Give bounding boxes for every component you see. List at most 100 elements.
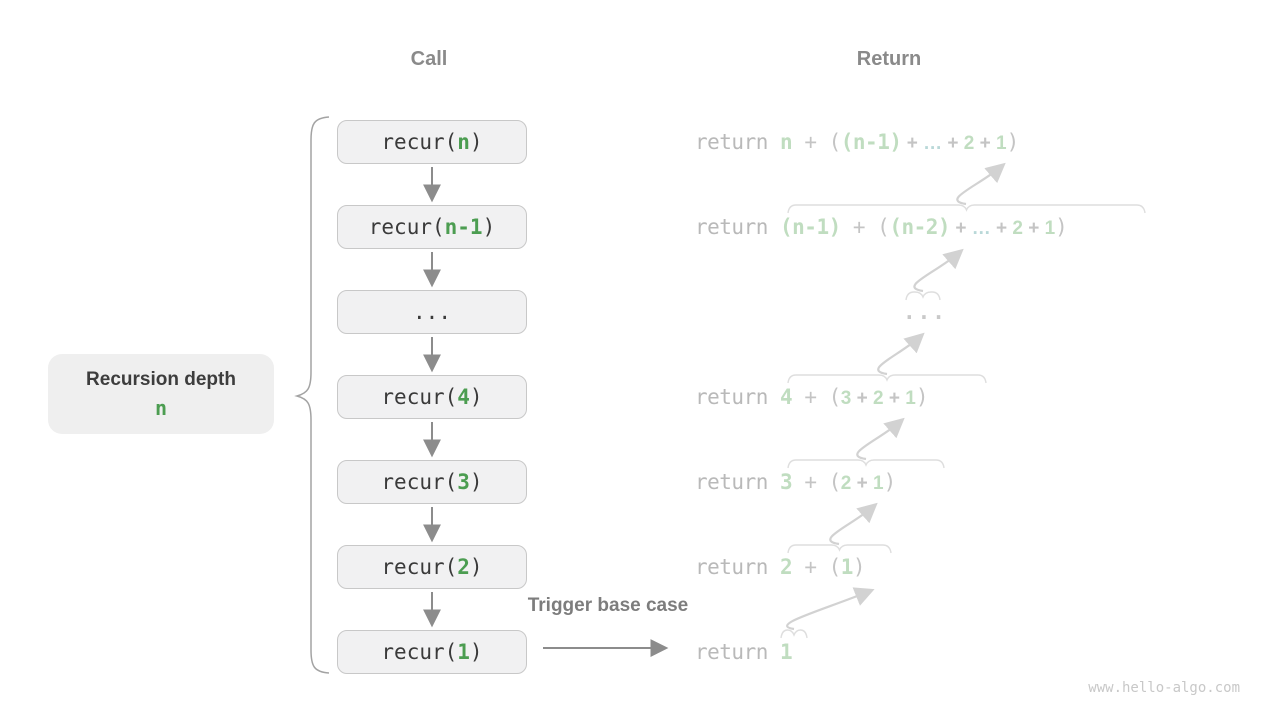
call-box: recur(n-1) — [337, 205, 527, 249]
text-segment: … — [923, 133, 943, 154]
return-column-header: Return — [856, 48, 922, 70]
text-segment: + — [792, 385, 829, 409]
text-segment: 3 — [840, 388, 852, 409]
text-segment: 1 — [996, 133, 1007, 154]
text-segment: + — [792, 130, 829, 154]
return-row: return 1 — [695, 638, 793, 666]
text-segment: + — [974, 133, 997, 154]
text-segment: ) — [469, 130, 483, 154]
text-segment: ( — [877, 215, 890, 239]
text-segment: 1 — [873, 473, 884, 494]
text-segment: 1 — [780, 640, 793, 664]
text-segment: ) — [883, 470, 897, 494]
return-flow-arrow-icon — [877, 332, 925, 376]
text-segment: ) — [1055, 215, 1068, 239]
text-segment: + — [942, 133, 964, 154]
text-segment: ) — [852, 555, 866, 579]
text-segment: return — [695, 385, 781, 409]
text-segment: 3 — [457, 470, 470, 494]
return-row: return (n-1) + ((n-2) + … + 2 + 1) — [695, 213, 1068, 241]
text-segment: + — [950, 218, 972, 239]
text-segment: recur( — [381, 640, 458, 664]
text-segment: + — [792, 470, 829, 494]
text-segment: (n-2) — [889, 215, 951, 239]
overbrace-icon — [787, 204, 1146, 214]
text-segment: + — [792, 555, 829, 579]
text-segment: 2 — [963, 133, 975, 154]
call-box: recur(1) — [337, 630, 527, 674]
text-segment: + — [901, 133, 924, 154]
text-segment: 1 — [905, 388, 916, 409]
text-segment: ) — [469, 385, 483, 409]
text-segment: recur( — [381, 470, 458, 494]
return-flow-arrow-icon — [786, 587, 875, 631]
text-segment: 4 — [457, 385, 470, 409]
text-segment: ( — [828, 385, 842, 409]
text-segment: recur( — [381, 385, 458, 409]
return-flow-arrow-icon — [829, 502, 878, 546]
text-segment: 1 — [457, 640, 470, 664]
overbrace-icon — [787, 459, 945, 469]
text-segment: ) — [469, 470, 483, 494]
trigger-base-case-label: Trigger base case — [527, 595, 689, 616]
call-column-header: Call — [410, 48, 448, 70]
call-box: recur(3) — [337, 460, 527, 504]
text-segment: n — [457, 130, 470, 154]
text-segment: ... — [903, 300, 947, 324]
text-segment: return — [695, 130, 781, 154]
text-segment: return — [695, 555, 781, 579]
text-segment: 2 — [457, 555, 470, 579]
return-row: return 3 + (2 + 1) — [695, 468, 896, 496]
text-segment: + — [851, 388, 873, 409]
text-segment: 2 — [873, 388, 884, 409]
text-segment: 2 — [1012, 218, 1023, 239]
text-segment: ) — [469, 555, 483, 579]
text-segment: return — [695, 470, 781, 494]
text-segment: ( — [828, 130, 842, 154]
recursion-depth-text: Recursion depth — [86, 368, 236, 390]
return-row: ... — [903, 298, 947, 326]
text-segment: ) — [915, 385, 929, 409]
text-segment: 1 — [1044, 218, 1056, 239]
watermark: www.hello-algo.com — [1088, 680, 1240, 696]
text-segment: + — [883, 388, 906, 409]
return-flow-arrow-icon — [913, 248, 964, 293]
depth-brace-icon — [294, 116, 330, 674]
recursion-depth-label: Recursion depth n — [48, 354, 274, 434]
text-segment: ) — [482, 215, 496, 239]
text-segment: 2 — [780, 555, 793, 579]
return-row: return 2 + (1) — [695, 553, 866, 581]
text-segment: ) — [469, 640, 483, 664]
overbrace-icon — [787, 374, 987, 384]
text-segment: + — [990, 218, 1013, 239]
text-segment: 1 — [840, 555, 854, 579]
text-segment: recur( — [381, 555, 458, 579]
text-segment: + — [851, 473, 873, 494]
return-flow-arrow-icon — [956, 162, 1006, 206]
call-box: recur(4) — [337, 375, 527, 419]
return-flow-arrow-icon — [856, 417, 905, 461]
return-row: return n + ((n-1) + … + 2 + 1) — [695, 128, 1019, 156]
text-segment: + — [1022, 218, 1045, 239]
text-segment: 4 — [780, 385, 793, 409]
text-segment: (n-1) — [780, 215, 841, 239]
text-segment: return — [695, 640, 781, 664]
text-segment: ( — [828, 470, 842, 494]
text-segment: recur( — [381, 130, 458, 154]
text-segment: ) — [1006, 130, 1020, 154]
text-segment: return — [695, 215, 781, 239]
call-box: ... — [337, 290, 527, 334]
call-box: recur(n) — [337, 120, 527, 164]
overbrace-icon — [787, 544, 892, 554]
call-box: recur(2) — [337, 545, 527, 589]
return-row: return 4 + (3 + 2 + 1) — [695, 383, 928, 411]
text-segment: recur( — [368, 215, 445, 239]
text-segment: ... — [413, 300, 451, 324]
text-segment: 3 — [780, 470, 793, 494]
text-segment: n — [780, 130, 793, 154]
text-segment: + — [840, 215, 878, 239]
recursion-depth-n: n — [154, 395, 168, 420]
text-segment: 2 — [840, 473, 852, 494]
text-segment: n-1 — [444, 215, 483, 239]
